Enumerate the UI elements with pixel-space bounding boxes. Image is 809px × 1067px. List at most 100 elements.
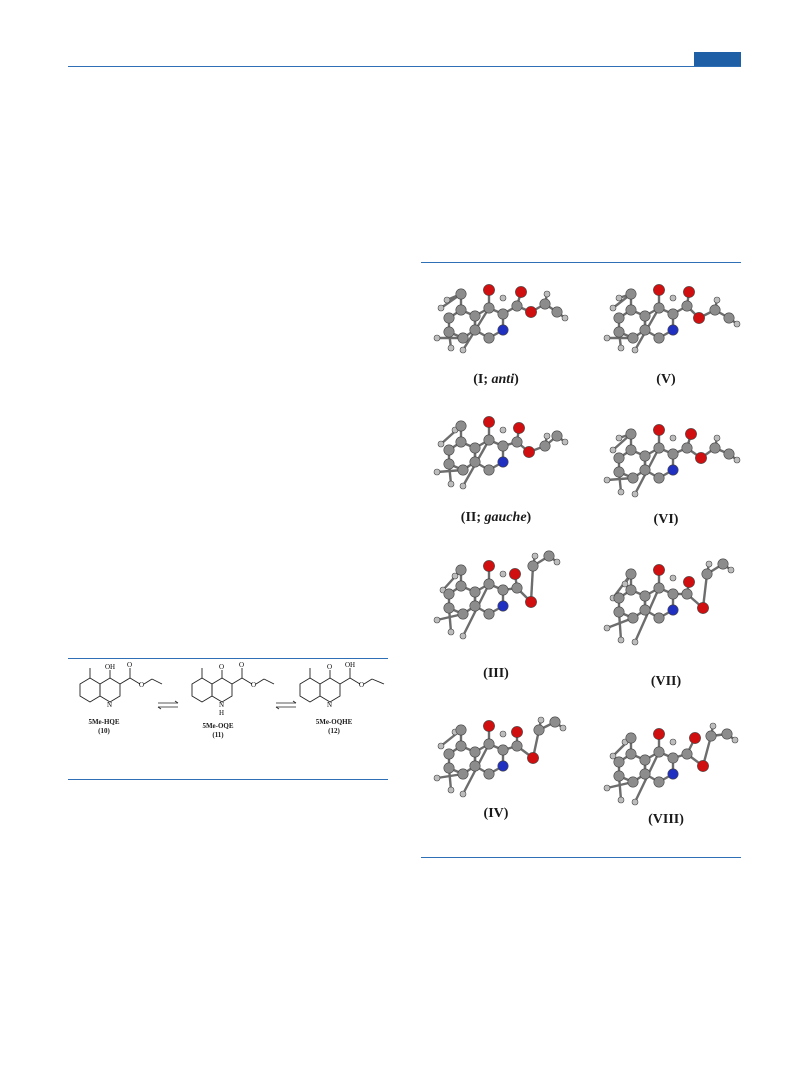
label-conformer-vi: (VI) (653, 512, 679, 527)
carbon-atom (613, 756, 625, 768)
hydrogen-atom (433, 334, 441, 342)
hydrogen-atom (437, 304, 445, 312)
scheme-top-rule (68, 658, 388, 659)
oxygen-atom (693, 312, 705, 324)
carbon-atom (455, 580, 467, 592)
carbon-atom (639, 754, 651, 766)
structure-5me-oqhe: O OH O N (299, 661, 385, 709)
carbon-atom (639, 324, 651, 336)
hydrogen-atom (727, 566, 735, 574)
hydrogen-atom (447, 344, 455, 352)
carbon-atom (443, 444, 455, 456)
carbonyl-o-label: O (239, 661, 244, 669)
conformer-model-v (603, 284, 741, 354)
carbon-atom (705, 730, 717, 742)
conformer-model-i (433, 284, 569, 354)
carbon-atom (469, 600, 481, 612)
carbon-atom (627, 776, 639, 788)
carbon-atom (455, 420, 467, 432)
hydrogen-atom (459, 790, 467, 798)
scheme-bottom-rule (68, 779, 388, 780)
carbon-atom (455, 740, 467, 752)
carbon-atom (613, 606, 625, 618)
carbon-atom (483, 332, 495, 344)
structure-5me-oqe: O O O N H (191, 661, 275, 717)
label-conformer-viii: (VIII) (648, 812, 684, 827)
conformer-model-vi (603, 424, 741, 498)
hydrogen-atom (615, 434, 623, 442)
carbon-atom (549, 716, 561, 728)
conformer-model-vii (603, 558, 735, 646)
carbon-atom (653, 442, 665, 454)
carbon-atom (457, 332, 469, 344)
carbon-atom (443, 326, 455, 338)
hydrogen-atom (621, 580, 629, 588)
carbon-atom (497, 744, 509, 756)
carbon-atom (483, 608, 495, 620)
carbon-atom (653, 612, 665, 624)
carbon-atom (625, 288, 637, 300)
carbon-atom (457, 608, 469, 620)
carbon-atom (639, 450, 651, 462)
carbon-atom (455, 436, 467, 448)
carbon-atom (483, 302, 495, 314)
hydrogen-atom (669, 434, 677, 442)
carbon-atom (469, 456, 481, 468)
carbon-atom (527, 560, 539, 572)
oxygen-atom (513, 422, 525, 434)
ring-n-label: N (327, 701, 332, 709)
hydrogen-atom (603, 334, 611, 342)
label-conformer-vii: (VII) (650, 674, 682, 689)
carbon-atom (469, 324, 481, 336)
carbon-atom (551, 430, 563, 442)
carbon-atom (653, 302, 665, 314)
hydrogen-atom (617, 488, 625, 496)
oxygen-atom (483, 720, 495, 732)
carbon-atom (443, 748, 455, 760)
ring-n-label: N (107, 701, 112, 709)
oxygen-atom (653, 424, 665, 436)
hydrogen-atom (731, 736, 739, 744)
caption-5me-oqhe: 5Me-OQHE (12) (315, 718, 353, 735)
nitrogen-atom (667, 464, 679, 476)
oxygen-atom (483, 560, 495, 572)
hydrogen-atom (561, 438, 569, 446)
ester-o-label: O (139, 681, 144, 689)
carbon-atom (653, 582, 665, 594)
carbon-atom (469, 746, 481, 758)
conformer-model-ii (433, 416, 569, 490)
oxygen-atom (697, 760, 709, 772)
hydrogen-atom (631, 638, 639, 646)
hydrogen-atom (669, 574, 677, 582)
carbon-atom (457, 768, 469, 780)
hydrogen-atom (631, 798, 639, 806)
carbon-atom (455, 564, 467, 576)
hydrogen-atom (559, 724, 567, 732)
label-conformer-ii: (II; gauche) (460, 510, 532, 525)
hydrogen-atom (451, 572, 459, 580)
oxygen-atom (515, 286, 527, 298)
carbon-atom (539, 298, 551, 310)
oxygen-atom (523, 446, 535, 458)
hydrogen-atom (459, 482, 467, 490)
structure-5me-hqe: OH O O N (79, 661, 163, 709)
carbon-atom (469, 586, 481, 598)
oxygen-atom (695, 452, 707, 464)
carbon-atom (483, 434, 495, 446)
carbon-atom (627, 332, 639, 344)
hydrogen-atom (609, 752, 617, 760)
nh-h-label: H (219, 709, 224, 717)
hydrogen-atom (603, 784, 611, 792)
carbon-atom (639, 604, 651, 616)
oxygen-atom (653, 728, 665, 740)
carbon-atom (639, 310, 651, 322)
carbon-atom (639, 768, 651, 780)
carbon-atom (613, 312, 625, 324)
hydrogen-atom (553, 558, 561, 566)
carbon-atom (625, 748, 637, 760)
hydrogen-atom (459, 632, 467, 640)
figure-top-rule (421, 262, 741, 263)
carbon-atom (533, 724, 545, 736)
equilibrium-arrow-icon (157, 700, 179, 710)
carbon-atom (511, 582, 523, 594)
